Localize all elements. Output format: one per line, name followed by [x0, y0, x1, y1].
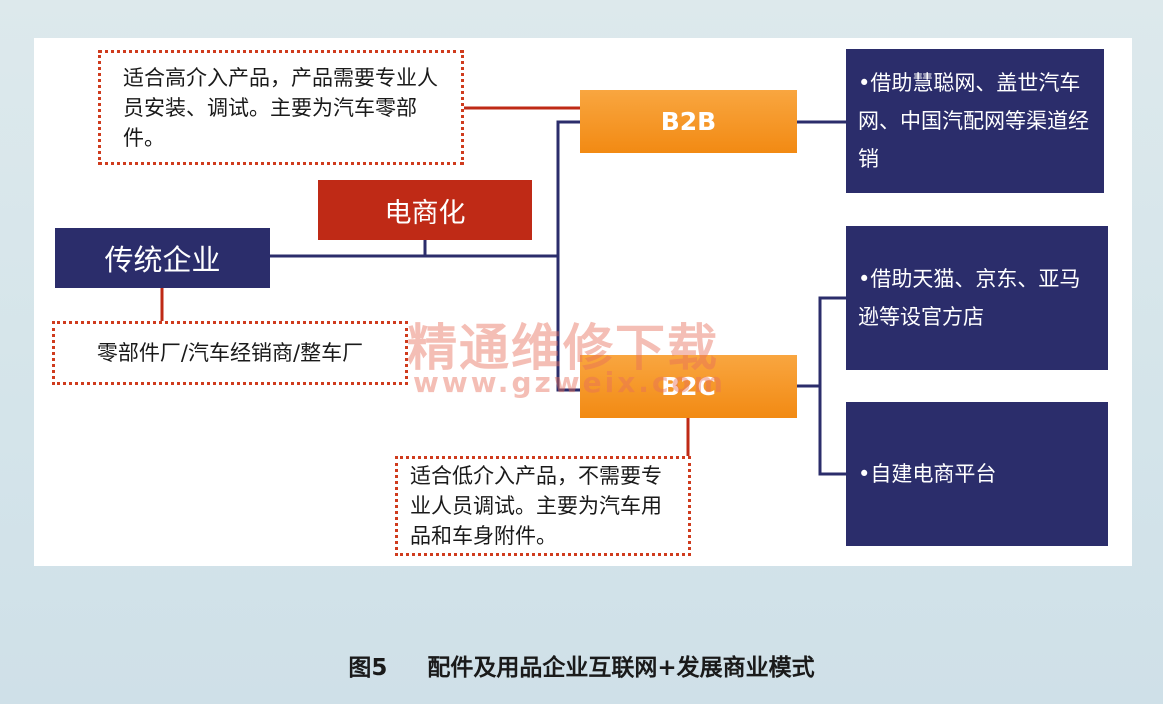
b2b-box: B2B [580, 90, 797, 153]
b2b-b2c-bracket [556, 120, 580, 392]
b2c-box: B2C [580, 355, 797, 418]
ecommerce-box: 电商化 [318, 180, 532, 240]
b2c-label: B2C [661, 372, 716, 401]
b2b-channel-box: •借助慧聪网、盖世汽车网、中国汽配网等渠道经销 [846, 49, 1104, 193]
b2c-channel-box-1: •借助天猫、京东、亚马逊等设官方店 [846, 226, 1108, 370]
b2b-label: B2B [660, 107, 717, 136]
b2c-fork-bracket [818, 296, 846, 476]
b2c-channel-1-text: •借助天猫、京东、亚马逊等设官方店 [858, 267, 1081, 329]
figure-caption: 图5 配件及用品企业互联网+发展商业模式 [0, 648, 1163, 682]
b2c-channel-box-2: •自建电商平台 [846, 402, 1108, 546]
b2b-channel-text: •借助慧聪网、盖世汽车网、中国汽配网等渠道经销 [858, 71, 1089, 171]
b2b-note-text: 适合高介入产品，产品需要专业人员安装、调试。主要为汽车零部件。 [123, 65, 438, 150]
traditional-enterprise-box: 传统企业 [55, 228, 270, 288]
b2c-channel-2-text: •自建电商平台 [858, 462, 997, 486]
ecommerce-label: 电商化 [384, 197, 466, 229]
factory-note-text: 零部件厂/汽车经销商/整车厂 [96, 341, 364, 365]
b2b-note-box: 适合高介入产品，产品需要专业人员安装、调试。主要为汽车零部件。 [98, 50, 464, 165]
b2c-note-text: 适合低介入产品，不需要专业人员调试。主要为汽车用品和车身附件。 [410, 464, 662, 548]
figure-title: 配件及用品企业互联网+发展商业模式 [427, 655, 815, 681]
traditional-enterprise-label: 传统企业 [104, 243, 221, 277]
b2c-note-box: 适合低介入产品，不需要专业人员调试。主要为汽车用品和车身附件。 [395, 456, 691, 556]
figure-number: 图5 [348, 655, 388, 681]
factory-note-box: 零部件厂/汽车经销商/整车厂 [52, 321, 408, 385]
